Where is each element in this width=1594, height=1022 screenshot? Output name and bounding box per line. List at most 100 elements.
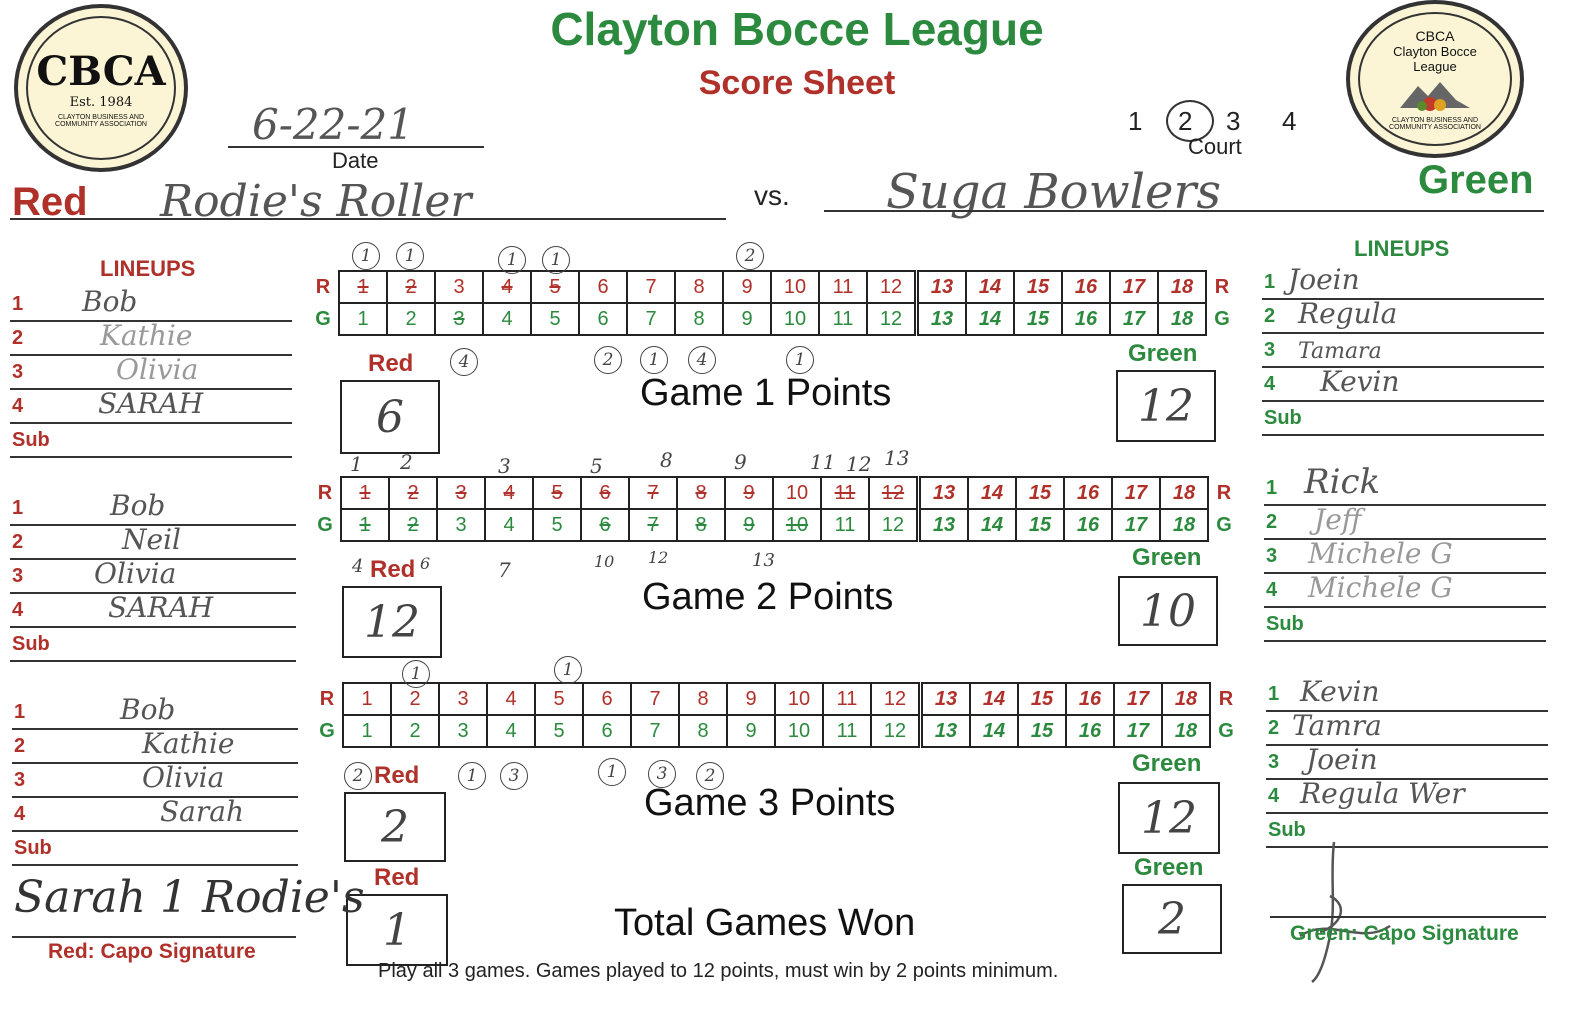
score-cell[interactable]: 18	[1157, 302, 1207, 336]
score-cell[interactable]: 13	[914, 302, 967, 336]
score-cell[interactable]: 11	[818, 270, 868, 304]
score-cell[interactable]: 7	[628, 476, 678, 510]
score-cell[interactable]: 14	[969, 714, 1019, 748]
score-cell[interactable]: 14	[965, 270, 1015, 304]
score-cell[interactable]: 9	[722, 270, 772, 304]
score-cell[interactable]: 14	[969, 682, 1019, 716]
score-cell[interactable]: 4	[486, 714, 536, 748]
score-cell[interactable]: 18	[1161, 682, 1211, 716]
score-cell[interactable]: 5	[530, 302, 580, 336]
score-cell[interactable]: 7	[630, 714, 680, 748]
score-cell[interactable]: 9	[724, 476, 774, 510]
score-cell[interactable]: 15	[1017, 682, 1067, 716]
score-cell[interactable]: 3	[434, 270, 484, 304]
score-cell[interactable]: 12	[868, 508, 920, 542]
score-cell[interactable]: 5	[532, 476, 582, 510]
score-cell[interactable]: 4	[482, 270, 532, 304]
score-cell[interactable]: 2	[388, 508, 438, 542]
score-cell[interactable]: 5	[534, 714, 584, 748]
score-cell[interactable]: 1	[338, 302, 388, 336]
score-cell[interactable]: 15	[1013, 302, 1063, 336]
score-cell[interactable]: 1	[342, 682, 392, 716]
score-cell[interactable]: 5	[530, 270, 580, 304]
score-cell[interactable]: 17	[1109, 302, 1159, 336]
score-cell[interactable]: 11	[818, 302, 868, 336]
score-cell[interactable]: 14	[967, 508, 1017, 542]
score-cell[interactable]: 7	[626, 270, 676, 304]
score-cell[interactable]: 13	[918, 682, 971, 716]
game-1-red-points[interactable]: 6	[340, 380, 440, 454]
score-cell[interactable]: 14	[965, 302, 1015, 336]
score-cell[interactable]: 16	[1063, 508, 1113, 542]
score-cell[interactable]: 9	[726, 714, 776, 748]
score-cell[interactable]: 1	[338, 270, 388, 304]
score-cell[interactable]: 13	[918, 714, 971, 748]
score-cell[interactable]: 3	[438, 682, 488, 716]
score-cell[interactable]: 8	[678, 682, 728, 716]
score-cell[interactable]: 7	[626, 302, 676, 336]
score-cell[interactable]: 8	[674, 270, 724, 304]
score-cell[interactable]: 10	[772, 476, 822, 510]
score-cell[interactable]: 2	[386, 270, 436, 304]
game-1-green-points[interactable]: 12	[1116, 370, 1216, 442]
score-cell[interactable]: 7	[628, 508, 678, 542]
score-cell[interactable]: 13	[916, 476, 969, 510]
score-cell[interactable]: 3	[438, 714, 488, 748]
score-cell[interactable]: 10	[770, 270, 820, 304]
score-cell[interactable]: 6	[578, 270, 628, 304]
score-cell[interactable]: 16	[1061, 302, 1111, 336]
score-cell[interactable]: 12	[868, 476, 920, 510]
score-cell[interactable]: 12	[870, 714, 922, 748]
score-cell[interactable]: 17	[1111, 508, 1161, 542]
score-cell[interactable]: 6	[582, 714, 632, 748]
score-cell[interactable]: 4	[484, 508, 534, 542]
score-cell[interactable]: 5	[534, 682, 584, 716]
score-cell[interactable]: 13	[916, 508, 969, 542]
score-cell[interactable]: 11	[820, 476, 870, 510]
score-cell[interactable]: 8	[678, 714, 728, 748]
score-cell[interactable]: 12	[866, 302, 918, 336]
score-cell[interactable]: 4	[484, 476, 534, 510]
score-cell[interactable]: 17	[1113, 714, 1163, 748]
score-cell[interactable]: 18	[1159, 508, 1209, 542]
score-cell[interactable]: 15	[1015, 508, 1065, 542]
score-cell[interactable]: 11	[822, 682, 872, 716]
score-cell[interactable]: 1	[342, 714, 392, 748]
score-cell[interactable]: 4	[482, 302, 532, 336]
score-cell[interactable]: 10	[774, 682, 824, 716]
score-cell[interactable]: 17	[1109, 270, 1159, 304]
score-cell[interactable]: 8	[676, 476, 726, 510]
score-cell[interactable]: 16	[1065, 714, 1115, 748]
score-cell[interactable]: 14	[967, 476, 1017, 510]
score-cell[interactable]: 15	[1013, 270, 1063, 304]
score-cell[interactable]: 10	[770, 302, 820, 336]
score-cell[interactable]: 2	[388, 476, 438, 510]
score-cell[interactable]: 7	[630, 682, 680, 716]
score-cell[interactable]: 13	[914, 270, 967, 304]
score-cell[interactable]: 18	[1157, 270, 1207, 304]
game-3-red-points[interactable]: 2	[344, 792, 446, 862]
score-cell[interactable]: 15	[1017, 714, 1067, 748]
score-cell[interactable]: 9	[724, 508, 774, 542]
score-cell[interactable]: 17	[1111, 476, 1161, 510]
score-cell[interactable]: 12	[866, 270, 918, 304]
score-cell[interactable]: 10	[774, 714, 824, 748]
score-cell[interactable]: 16	[1063, 476, 1113, 510]
game-2-red-points[interactable]: 12	[342, 586, 442, 658]
score-cell[interactable]: 2	[390, 714, 440, 748]
score-cell[interactable]: 1	[340, 508, 390, 542]
score-cell[interactable]: 3	[436, 508, 486, 542]
score-cell[interactable]: 9	[722, 302, 772, 336]
score-cell[interactable]: 11	[822, 714, 872, 748]
score-cell[interactable]: 3	[434, 302, 484, 336]
score-cell[interactable]: 16	[1065, 682, 1115, 716]
score-cell[interactable]: 11	[820, 508, 870, 542]
total-red-games-won[interactable]: 1	[346, 894, 448, 966]
score-cell[interactable]: 6	[580, 508, 630, 542]
score-cell[interactable]: 6	[582, 682, 632, 716]
score-cell[interactable]: 18	[1159, 476, 1209, 510]
game-2-green-points[interactable]: 10	[1118, 576, 1218, 646]
score-cell[interactable]: 4	[486, 682, 536, 716]
score-cell[interactable]: 6	[580, 476, 630, 510]
score-cell[interactable]: 8	[676, 508, 726, 542]
